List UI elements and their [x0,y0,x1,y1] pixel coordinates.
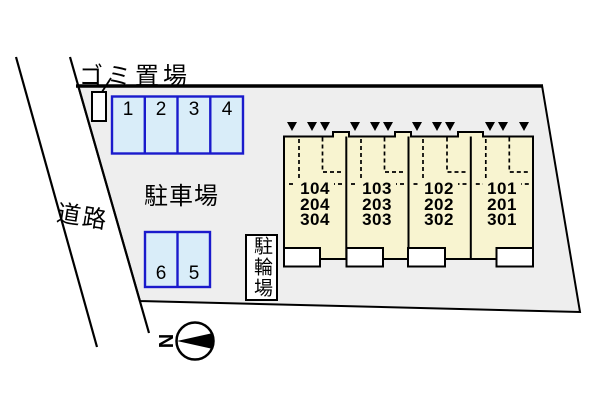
room-number: 304 [300,210,330,229]
porch [495,247,534,268]
parking-space-number: 3 [188,99,200,120]
road-edge-right [68,56,151,334]
room-number: 301 [487,210,517,229]
compass-north-label: N [154,333,176,349]
unit-room-numbers: 101 201 301 [483,179,521,229]
unit-room-numbers: 103 203 303 [358,179,396,229]
room-number: 101 [487,179,517,198]
entry-marker-triangle [320,122,330,131]
entry-marker-triangle [287,122,297,131]
room-number: 202 [424,194,454,214]
garbage-box [91,91,107,122]
parking-row-bottom [143,230,212,289]
entry-marker-triangle [519,122,529,131]
entry-marker-triangle [350,122,360,131]
compass [175,321,215,361]
unit-room-numbers: 102 202 302 [420,179,458,229]
room-number: 302 [424,210,454,229]
entry-markers [287,122,529,131]
unit-room-numbers: 104 204 304 [296,179,334,229]
entry-marker-triangle [432,122,442,131]
parking-space-number: 2 [155,99,167,120]
parking-lot-label: 駐車場 [144,183,219,210]
parking-space-number: 5 [188,263,200,284]
room-number: 103 [362,179,392,198]
room-number: 104 [300,179,330,198]
porches [283,247,534,268]
parking-space-number: 1 [122,99,134,120]
entry-marker-triangle [383,122,393,131]
entry-marker-triangle [498,122,508,131]
room-number: 203 [362,194,392,214]
porch [283,247,321,268]
entry-marker-triangle [307,122,317,131]
room-number: 201 [487,194,517,214]
compass-needle [177,333,213,349]
parking-space-number: 6 [155,263,167,284]
room-number: 102 [424,179,454,198]
parking-space-number: 4 [221,99,233,120]
entry-marker-triangle [445,122,455,131]
entry-marker-triangle [370,122,380,131]
parking-row-top [110,95,245,155]
porch [345,247,384,268]
entry-marker-triangle [412,122,422,131]
bicycle-parking-label: 駐輪場 [245,234,278,301]
entry-marker-triangle [485,122,495,131]
room-number: 303 [362,210,392,229]
garbage-area-label: ゴミ置場 [79,63,191,90]
porch [407,247,446,268]
room-number: 204 [300,194,330,214]
road-edge-left [14,56,99,348]
